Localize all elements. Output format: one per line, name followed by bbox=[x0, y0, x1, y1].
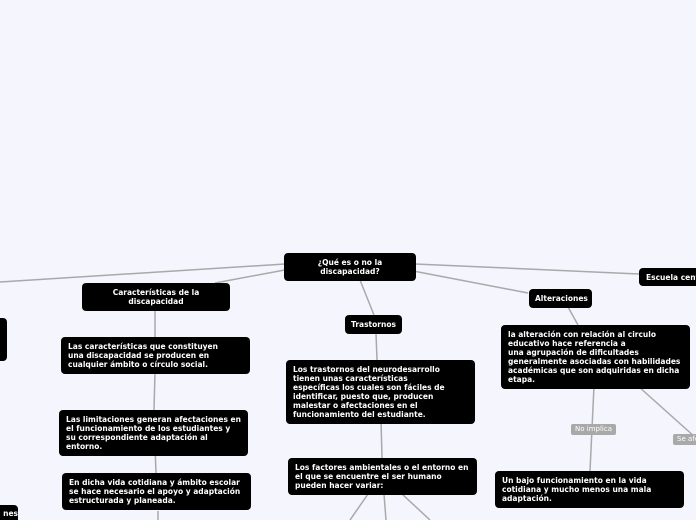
trastornos-desc-1[interactable]: Los trastornos del neurodesarrollo tiene… bbox=[286, 360, 475, 424]
caracteristicas-desc-1[interactable]: Las características que constituyen una … bbox=[61, 337, 250, 374]
caracteristicas-desc-3[interactable]: En dicha vida cotidiana y ámbito escolar… bbox=[62, 473, 251, 510]
link-root-caracteristicas bbox=[214, 268, 291, 284]
root-node[interactable]: ¿Qué es o no la discapacidad? bbox=[284, 253, 416, 281]
link-alt-se bbox=[637, 385, 696, 439]
caracteristicas-desc-2[interactable]: Las limitaciones generan afectaciones en… bbox=[59, 410, 248, 456]
left-partial-node[interactable]: nes bbox=[0, 505, 18, 520]
alteraciones-desc-2[interactable]: Un bajo funcionamiento en la vida cotidi… bbox=[495, 471, 684, 508]
link-alt-1 bbox=[567, 306, 579, 326]
caracteristicas-node[interactable]: Características de la discapacidad bbox=[82, 283, 230, 311]
link-car-2 bbox=[153, 371, 156, 411]
link-tra-2 bbox=[380, 419, 383, 459]
link-root-alteraciones bbox=[407, 269, 529, 294]
link-root-left bbox=[0, 263, 286, 283]
link-tra-3b bbox=[383, 493, 387, 520]
no-implica-label[interactable]: No implica bbox=[571, 424, 616, 435]
alteraciones-desc-1[interactable]: la alteración con relación al circulo ed… bbox=[501, 325, 690, 389]
link-tra-1 bbox=[375, 332, 378, 361]
trastornos-desc-2[interactable]: Los factores ambientales o el entorno en… bbox=[288, 458, 477, 495]
escuela-node[interactable]: Escuela centr bbox=[639, 268, 696, 286]
link-tra-3c bbox=[401, 493, 431, 520]
alteraciones-node[interactable]: Alteraciones bbox=[529, 289, 592, 308]
left-partial-block[interactable] bbox=[0, 318, 7, 361]
se-afecta-label[interactable]: Se afe bbox=[673, 434, 696, 445]
trastornos-node[interactable]: Trastornos bbox=[345, 315, 402, 334]
link-tra-3a bbox=[349, 493, 369, 520]
link-root-escuela bbox=[414, 263, 641, 275]
